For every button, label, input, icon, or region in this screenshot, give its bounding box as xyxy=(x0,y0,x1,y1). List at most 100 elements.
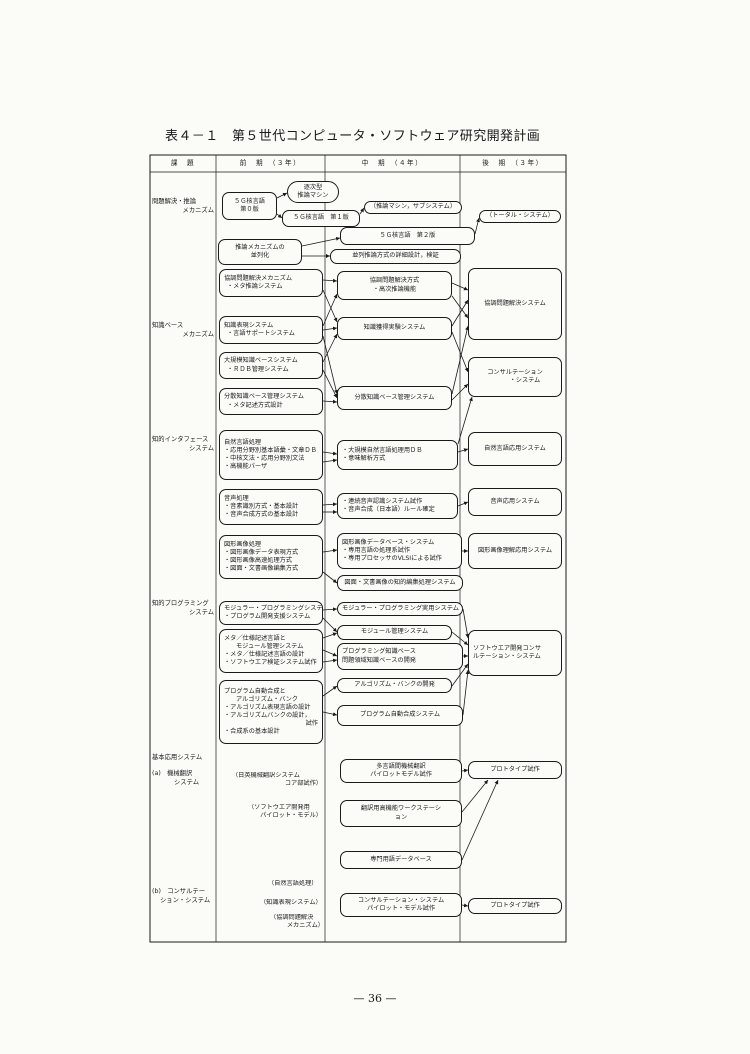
box-total-system: （トータル・システム） xyxy=(479,210,561,223)
arrow xyxy=(322,451,338,456)
box-line: 多言語間機械翻訳 xyxy=(376,762,426,770)
box-line: 図形画像データベース・システム xyxy=(342,538,435,546)
box-line: ・プログラム開発支援システム xyxy=(224,613,311,620)
box-line: モジュール管理システム xyxy=(360,628,429,636)
box-line: ５Ｇ核言語 第２版 xyxy=(379,231,436,239)
box-speech-late: 音声応用システム xyxy=(468,488,562,516)
note-line: パイロット・モデル） xyxy=(260,812,322,820)
box-line: ・メタ／仕様記述言語の設計 xyxy=(224,651,305,658)
box-line: ・アルゴリズム表現言語の設計 xyxy=(224,703,311,711)
arrow xyxy=(457,501,469,507)
arrow xyxy=(322,369,338,399)
box-line: ・意味解析方式 xyxy=(342,455,386,462)
box-line: ・メタ推論システム xyxy=(227,283,283,290)
header-task: 課 題 xyxy=(170,159,196,167)
arrow xyxy=(451,631,469,646)
box-line: 図形画像理解応用システム xyxy=(477,546,553,554)
box-kernel-v2: ５Ｇ核言語 第２版 xyxy=(340,227,475,245)
note-line: （協調問題解決 xyxy=(270,914,314,921)
box-distkb-early: 分散知識ベース管理システム ・メタ記述方式設計 xyxy=(219,388,323,415)
box-line: 自然言語処理 xyxy=(224,438,262,446)
arrow xyxy=(322,617,338,633)
arrow xyxy=(322,289,338,323)
arrow xyxy=(451,282,469,291)
task-label-line: (a) 機械翻訳 xyxy=(152,770,193,777)
box-line: ・図形画像データ表現方式 xyxy=(224,548,299,556)
task-label-line: 基本応用システム xyxy=(152,754,203,761)
box-line: 翻訳用高機能ワークステーシ xyxy=(360,805,442,813)
note-line: （自然言語処理） xyxy=(268,880,318,887)
task-mt: (a) 機械翻訳 システム xyxy=(152,770,214,788)
arrow xyxy=(451,663,469,687)
box-kernel-v0: ５Ｇ核言語 第０版 xyxy=(222,192,277,220)
box-modular-early: モジュラー・プログラミングシステム ・プログラム開発支援システム xyxy=(219,601,323,625)
box-consult-proto: プロトタイプ試作 xyxy=(468,898,562,914)
box-line: ・大規模自然言語処理用ＤＢ xyxy=(342,446,423,454)
task-kb: 知識ベース メカニズム xyxy=(152,322,214,340)
box-kernel-v1: ５Ｇ核言語 第１版 xyxy=(282,210,360,227)
box-line: ・応用分野別基本語彙・文章ＤＢ xyxy=(224,446,317,454)
arrow xyxy=(322,293,338,327)
arrow xyxy=(451,325,470,395)
task-programming: 知的プログラミング システム xyxy=(152,600,214,618)
box-speech-mid: ・連続音声認識システム試作 ・音声合成（日本語）ルール確定 xyxy=(337,493,458,519)
box-image-early: 図形画像処理 ・図形画像データ表現方式 ・図形画像高速処理方式 ・図面・文書画像… xyxy=(219,535,323,579)
box-line: コンサルテーション xyxy=(487,368,543,376)
box-line: 自然言語応用システム xyxy=(484,444,546,452)
arrow xyxy=(322,548,338,553)
box-largekb-early: 大規模知識ベースシステム ・ＲＤＢ管理システム xyxy=(219,352,323,379)
arrow xyxy=(322,658,338,663)
note-line: （日英機械翻訳システム xyxy=(232,772,300,779)
table-border xyxy=(149,154,567,943)
note-sw-pilot: （ソフトウエア開発用 パイロット・モデル） xyxy=(248,804,322,820)
task-label-line: ション・システム xyxy=(160,896,211,904)
box-sequential-machine: 逐次型 推論マシン xyxy=(287,181,339,203)
box-line: メタ／仕様記述言語と xyxy=(224,634,286,642)
box-line: ・専用プロセッサのVLSIによる試作 xyxy=(342,555,442,563)
box-line: アルゴリズム・バンク xyxy=(236,695,298,703)
box-line: ・アルゴリズムバンクの設計， xyxy=(224,712,311,719)
task-label-line: (b) コンサルテー xyxy=(152,888,205,895)
note-coop: （協調問題解決 メカニズム） xyxy=(270,914,324,930)
box-line: パイロット・モデル試作 xyxy=(366,905,436,912)
box-doc-mid: 図面・文書画像の知的編集処理システム xyxy=(337,575,463,591)
box-line: ・高機能パーザ xyxy=(224,463,268,471)
box-line: モジュラー・プログラミング実用システム xyxy=(342,604,459,612)
box-line: 音声処理 xyxy=(224,494,249,502)
box-image-mid: 図形画像データベース・システム ・専用言語の処理系試作 ・専用プロセッサのVLS… xyxy=(337,533,462,569)
header-late: 後 期 （３年） xyxy=(482,159,544,167)
box-line: モジュラー・プログラミングシステム xyxy=(224,604,323,612)
task-label-line: システム xyxy=(189,608,214,616)
header-early: 前 期 （３年） xyxy=(239,159,302,167)
box-line: ・音声合成方式の基本設計 xyxy=(224,511,299,519)
arrow xyxy=(322,632,338,639)
box-mt-late: プロトタイプ試作 xyxy=(468,761,562,779)
box-line: プログラム自動合成と xyxy=(224,687,286,695)
arrow xyxy=(322,685,338,697)
arrow xyxy=(322,711,338,717)
box-nlp-late: 自然言語応用システム xyxy=(468,432,562,466)
arrow xyxy=(451,299,469,327)
box-line: プログラム自動合成システム xyxy=(359,711,441,719)
box-line: ・図面・文書画像編集方式 xyxy=(224,565,299,573)
arrow xyxy=(461,779,499,861)
box-coop-early: 協調問題解決メカニズム ・メタ推論システム xyxy=(219,269,323,297)
note-line: メカニズム） xyxy=(286,922,324,930)
box-line: ソフトウエア開発コンサ xyxy=(473,644,542,652)
box-progkb-mid: プログラミング知識ベース 問題領域知識ベースの開発 xyxy=(337,643,463,670)
box-line: プロトタイプ試作 xyxy=(490,901,540,909)
arrow xyxy=(461,779,489,813)
box-line: 音声応用システム xyxy=(490,497,540,505)
box-line: ５Ｇ核言語 xyxy=(234,197,265,205)
arrow xyxy=(322,326,338,331)
box-line: ・メタ記述方式設計 xyxy=(227,401,283,409)
box-line: 図形画像処理 xyxy=(224,540,262,548)
box-line: 試作 xyxy=(305,720,318,728)
task-inference: 問題解決・推論 メカニズム xyxy=(152,198,214,216)
task-apps: 基本応用システム xyxy=(152,754,214,763)
note-line: （知識表現システム） xyxy=(260,899,322,906)
box-line: 図面・文書画像の知的編集処理システム xyxy=(344,578,456,586)
box-parallel-design: 並列推論方式の詳細設計，検証 xyxy=(330,249,461,264)
box-kr-early: 知識表現システム ・言語サポートシステム xyxy=(219,316,323,344)
